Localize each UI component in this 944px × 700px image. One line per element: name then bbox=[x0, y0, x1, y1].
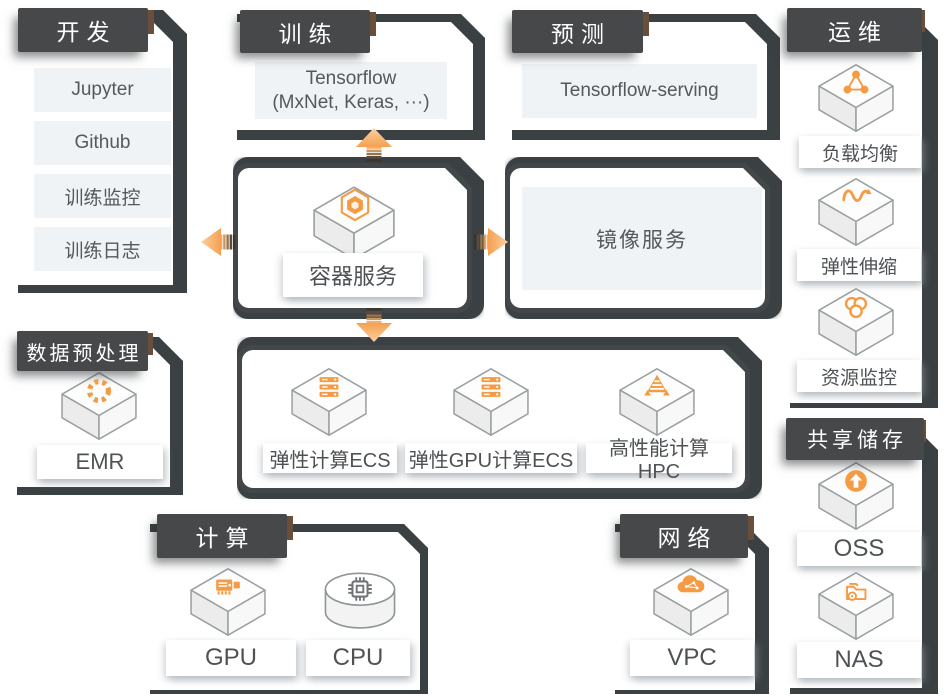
tab-train-label: 训练 bbox=[278, 20, 339, 47]
arrow-left-icon bbox=[201, 228, 236, 256]
nas-label-text: NAS bbox=[834, 646, 884, 673]
dev-item-jupyter: Jupyter bbox=[34, 68, 171, 112]
gpu-label: GPU bbox=[166, 640, 296, 676]
emr-icon bbox=[82, 374, 116, 408]
oss-label: OSS bbox=[797, 532, 921, 566]
dev-item-github-label: Github bbox=[74, 132, 131, 153]
nas-folder-icon bbox=[839, 574, 873, 608]
ops-monitor-text: 资源监控 bbox=[820, 367, 897, 389]
ecs-label-1: 弹性计算ECS bbox=[263, 443, 397, 473]
ops-slb-label: 负载均衡 bbox=[799, 136, 921, 168]
auto-scaling-icon bbox=[839, 180, 873, 214]
tab-predict-label: 预测 bbox=[551, 20, 611, 47]
resource-monitor-icon bbox=[839, 290, 873, 324]
tab-network-label: 网络 bbox=[657, 525, 718, 551]
dev-item-jupyter-label: Jupyter bbox=[71, 79, 134, 100]
ops-monitor-label: 资源监控 bbox=[797, 360, 921, 392]
tab-compute: 计算 bbox=[157, 514, 287, 558]
ops-slb-text: 负载均衡 bbox=[821, 143, 898, 165]
ops-ess-label: 弹性伸缩 bbox=[797, 249, 921, 281]
gpu-card-icon bbox=[211, 570, 245, 604]
cpu-label: CPU bbox=[306, 640, 410, 676]
dev-item-github: Github bbox=[34, 121, 171, 165]
panel-predict-fold bbox=[639, 12, 649, 36]
ecs-label-1-text: 弹性计算ECS bbox=[269, 449, 391, 472]
ecs-label-3: 高性能计算 HPC bbox=[586, 438, 732, 483]
tab-storage: 共享储存 bbox=[786, 418, 924, 460]
gpu-ecs-server-icon bbox=[474, 370, 508, 404]
dev-item-train-log: 训练日志 bbox=[34, 227, 171, 271]
tab-preprocess: 数据预处理 bbox=[17, 331, 148, 371]
tab-dev: 开发 bbox=[18, 8, 148, 52]
emr-label-text: EMR bbox=[75, 449, 125, 474]
tab-train: 训练 bbox=[240, 10, 370, 53]
panel-train-fold bbox=[366, 12, 376, 36]
preprocess-fold bbox=[144, 333, 153, 355]
tab-network: 网络 bbox=[620, 514, 748, 558]
arrow-down-icon bbox=[356, 308, 392, 342]
oss-cloud-icon bbox=[839, 464, 873, 498]
container-label-text: 容器服务 bbox=[308, 264, 397, 289]
ecs-label-2: 弹性GPU计算ECS bbox=[405, 443, 577, 473]
ops-ess-text: 弹性伸缩 bbox=[820, 256, 897, 278]
train-box-line1: Tensorflow bbox=[305, 67, 397, 89]
gpu-label-text: GPU bbox=[204, 644, 257, 671]
dev-item-train-monitor: 训练监控 bbox=[34, 174, 171, 218]
container-service-icon bbox=[336, 186, 374, 224]
predict-box-label: Tensorflow-serving bbox=[560, 80, 719, 101]
tab-ops-label: 运维 bbox=[828, 19, 888, 45]
ecs-label-2-text: 弹性GPU计算ECS bbox=[408, 449, 574, 472]
vpc-label-text: VPC bbox=[667, 644, 717, 671]
tab-compute-label: 计算 bbox=[195, 525, 256, 551]
mirror-box-text: 镜像服务 bbox=[596, 228, 688, 252]
predict-box-tensorflow-serving: Tensorflow-serving bbox=[522, 64, 757, 118]
ecs-label-3-text: 高性能计算 HPC bbox=[609, 438, 709, 483]
oss-label-text: OSS bbox=[833, 535, 885, 562]
cpu-chip-icon bbox=[343, 572, 377, 606]
load-balancer-icon bbox=[839, 66, 873, 100]
cpu-label-text: CPU bbox=[332, 644, 384, 671]
tab-dev-label: 开发 bbox=[56, 19, 117, 45]
tab-ops: 运维 bbox=[787, 8, 922, 52]
dev-item-train-monitor-label: 训练监控 bbox=[64, 187, 141, 209]
hpc-icon bbox=[640, 370, 674, 404]
container-label: 容器服务 bbox=[283, 253, 423, 297]
network-fold bbox=[744, 516, 754, 540]
train-box-tensorflow: Tensorflow (MxNet, Keras, ···) bbox=[255, 62, 447, 119]
panel-dev-fold bbox=[144, 10, 154, 34]
compute-fold bbox=[283, 516, 293, 540]
ecs-server-icon bbox=[312, 370, 346, 404]
arrow-right-icon bbox=[473, 228, 508, 256]
vpc-cloud-icon bbox=[674, 570, 708, 604]
emr-label: EMR bbox=[37, 445, 163, 479]
tab-storage-label: 共享储存 bbox=[807, 429, 907, 452]
train-box-line2: (MxNet, Keras, ···) bbox=[272, 91, 430, 113]
tab-preprocess-label: 数据预处理 bbox=[26, 342, 142, 365]
tab-predict: 预测 bbox=[512, 10, 643, 53]
arrow-up-icon bbox=[356, 128, 392, 162]
dev-item-train-log-label: 训练日志 bbox=[64, 240, 141, 262]
vpc-label: VPC bbox=[630, 640, 754, 676]
mirror-box: 镜像服务 bbox=[522, 187, 762, 290]
nas-label: NAS bbox=[797, 642, 921, 678]
